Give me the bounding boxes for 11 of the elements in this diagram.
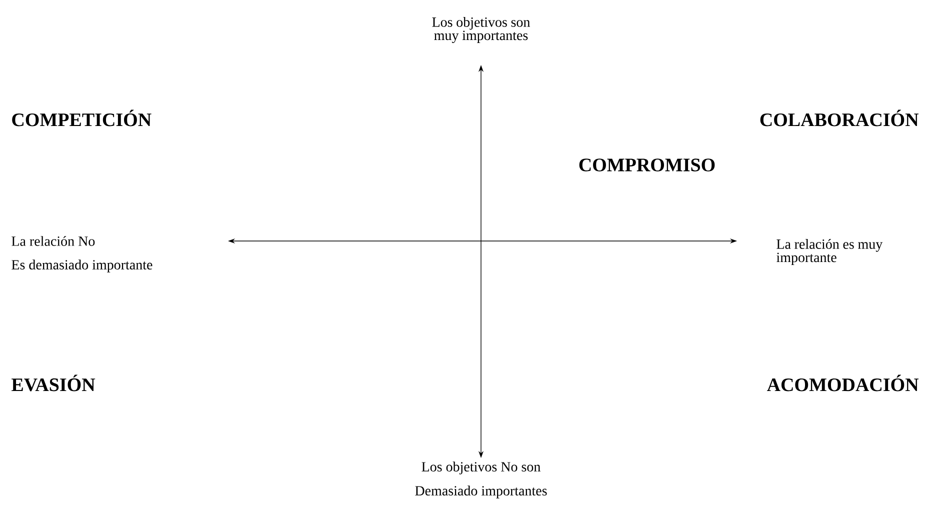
quadrant-label: COLABORACIÓN bbox=[760, 110, 919, 126]
axis-label: Demasiado importantes bbox=[415, 486, 547, 498]
axis-label: Los objetivos No son bbox=[422, 462, 540, 474]
quadrant-label: ACOMODACIÓN bbox=[767, 374, 919, 392]
axis-label: La relación es muy importante bbox=[776, 239, 883, 265]
quadrant-label: EVASIÓN bbox=[12, 374, 96, 392]
axis-label: La relación No bbox=[12, 236, 95, 246]
axis-label: Es demasiado importante bbox=[12, 260, 152, 272]
quadrant-label: COMPROMISO bbox=[579, 158, 715, 172]
axis-label: Los objetivos son muy importantes bbox=[432, 17, 530, 43]
quadrant-label: COMPETICIÓN bbox=[12, 110, 152, 126]
